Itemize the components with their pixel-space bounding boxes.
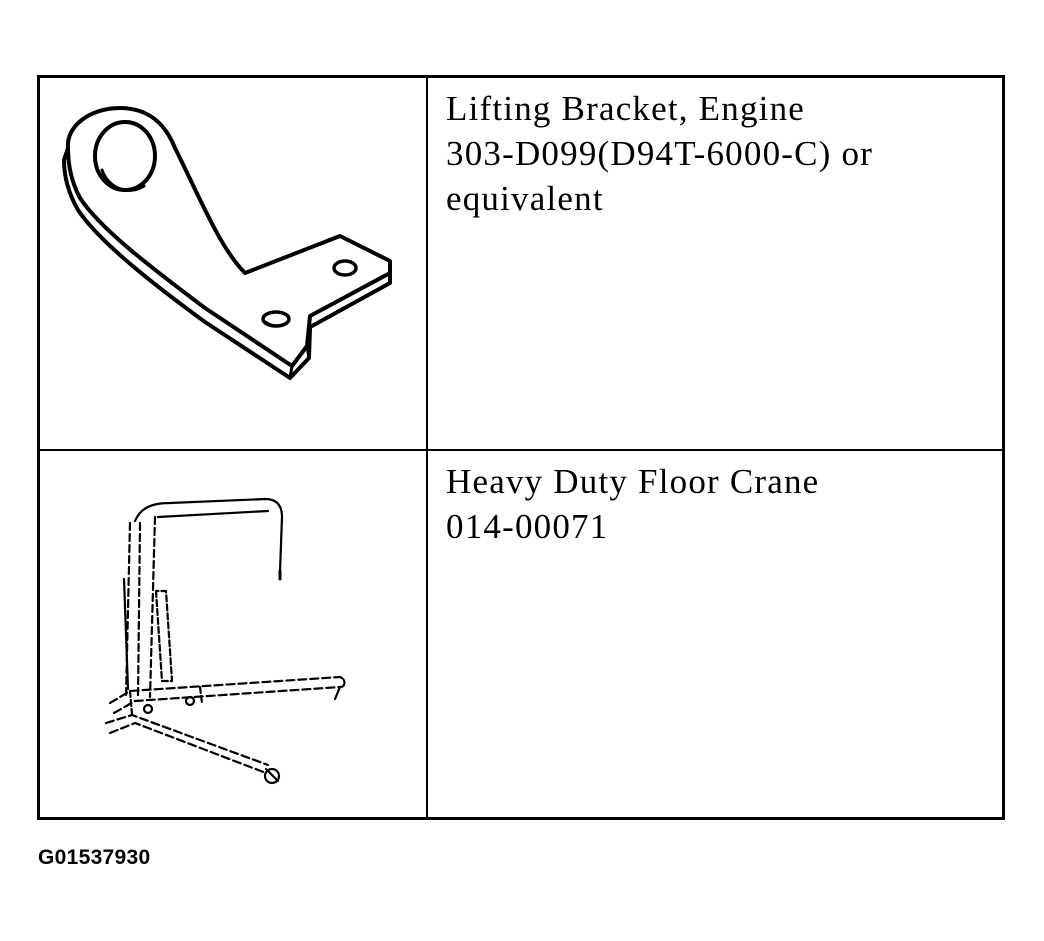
tool-name: Lifting Bracket, Engine [446,89,806,128]
tool-note: equivalent [446,179,604,218]
tool-name: Heavy Duty Floor Crane [446,462,820,501]
lifting-bracket-cell [40,78,428,451]
special-tools-table: Lifting Bracket, Engine 303-D099(D94T-60… [37,75,1005,820]
floor-crane-illustration [104,497,346,785]
figure-id: G01537930 [38,846,151,869]
tool-number: 014-00071 [446,507,609,546]
lifting-bracket-description: Lifting Bracket, Engine 303-D099(D94T-60… [428,78,1002,451]
floor-crane-cell [40,451,428,817]
tool-number: 303-D099(D94T-6000-C) or [446,134,874,173]
lifting-bracket-illustration [62,106,392,380]
floor-crane-description: Heavy Duty Floor Crane 014-00071 [428,451,1002,817]
